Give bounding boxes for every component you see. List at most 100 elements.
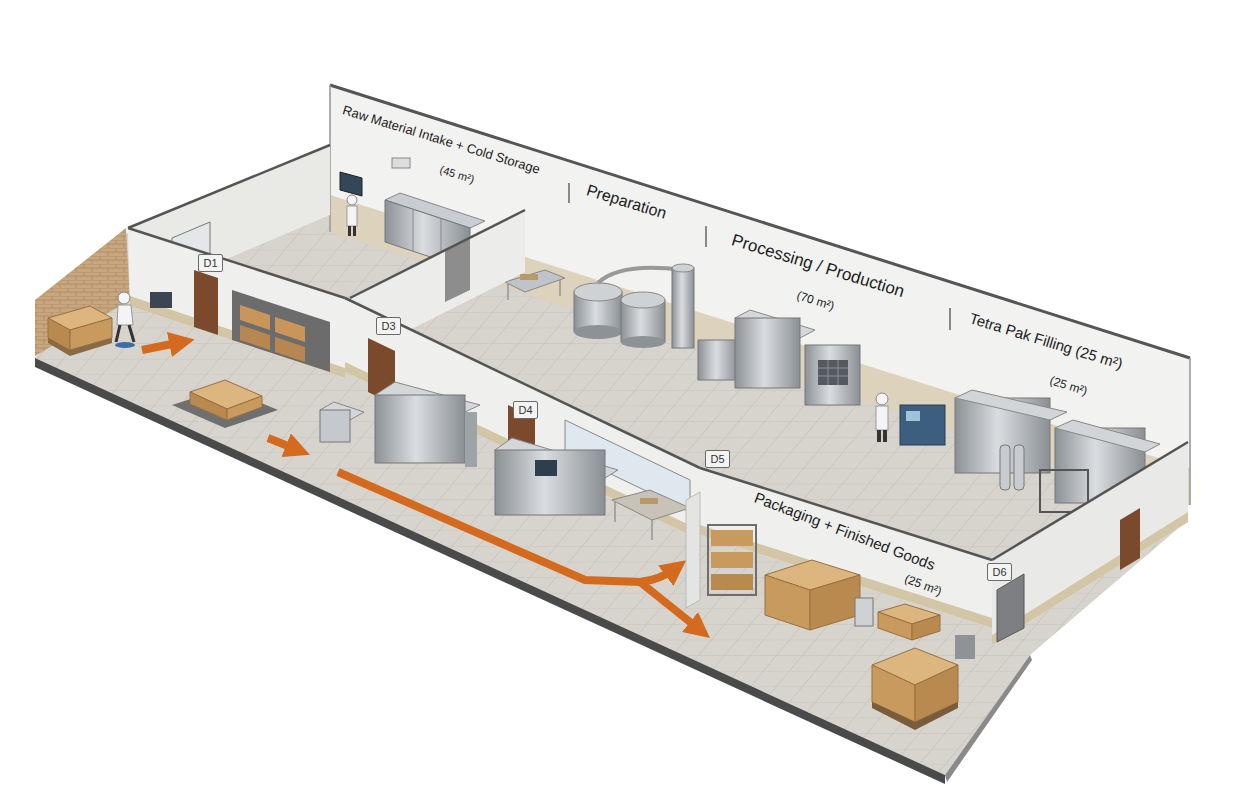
cold-storage-equipment-part bbox=[340, 172, 362, 196]
processing-equipment-part bbox=[805, 345, 860, 405]
end-wall-part bbox=[997, 574, 1024, 642]
pallet-cart-part bbox=[190, 392, 227, 420]
flow-arrows-part bbox=[338, 472, 640, 582]
end-wall-part bbox=[1120, 508, 1140, 570]
processing-equipment-part bbox=[876, 393, 888, 405]
back-wall-band-part bbox=[705, 226, 707, 247]
end-wall-part bbox=[992, 442, 1188, 645]
processing-equipment-part bbox=[1014, 445, 1024, 490]
processing-equipment-part bbox=[520, 274, 538, 280]
processing-equipment-part bbox=[876, 406, 888, 430]
back-wall-band-part bbox=[949, 308, 951, 330]
finished-goods-part bbox=[878, 612, 912, 640]
processing-equipment-part bbox=[672, 268, 694, 348]
intake-wall-part bbox=[128, 228, 345, 298]
finished-goods-part bbox=[765, 575, 810, 630]
cold-storage-equipment-part bbox=[347, 195, 357, 205]
corridor-machines-part bbox=[375, 395, 465, 463]
processing-equipment-part bbox=[906, 411, 920, 421]
corridor-machines-part bbox=[535, 460, 557, 476]
entrance-pallet bbox=[48, 292, 135, 356]
finished-goods-part bbox=[855, 598, 873, 626]
end-wall bbox=[992, 442, 1188, 645]
back-wall-band-part bbox=[330, 195, 1190, 505]
back-wall-band-part bbox=[1189, 358, 1191, 505]
intake-wall-part bbox=[232, 290, 330, 372]
corridor-wall bbox=[345, 298, 700, 540]
entrance-pallet-part bbox=[48, 338, 112, 356]
packaging-wall-part bbox=[686, 492, 700, 608]
pallet-cart-part bbox=[227, 396, 262, 420]
intake-wall-part bbox=[128, 228, 345, 378]
door-plaque: D4 bbox=[513, 401, 538, 419]
flow-arrows-part bbox=[268, 438, 298, 450]
corridor-machines-part bbox=[495, 450, 605, 515]
processing-equipment-part bbox=[883, 430, 887, 442]
processing-equipment-part bbox=[508, 284, 509, 300]
finished-goods-part bbox=[708, 525, 756, 595]
corridor-machines-part bbox=[612, 490, 690, 520]
processing-equipment-part bbox=[574, 283, 622, 301]
processing-equipment-part bbox=[698, 340, 738, 380]
corridor-machines bbox=[320, 382, 690, 540]
finished-goods-part bbox=[955, 635, 975, 659]
entrance-pallet-part bbox=[129, 325, 134, 342]
processing-equipment-part bbox=[621, 336, 665, 348]
processing-equipment-part bbox=[598, 268, 683, 283]
entrance-pallet-part bbox=[118, 292, 130, 304]
finished-goods-part bbox=[711, 530, 753, 546]
corridor-machines-part bbox=[320, 410, 350, 442]
intake-wall-part bbox=[275, 317, 305, 342]
processing-equipment-part bbox=[877, 430, 881, 442]
entrance-pallet-part bbox=[115, 342, 135, 348]
processing-equipment-part bbox=[621, 292, 665, 308]
processing-equipment-part bbox=[818, 360, 848, 385]
door-number: D5 bbox=[706, 453, 729, 465]
flow-arrows-part bbox=[142, 342, 182, 350]
left-wall-part bbox=[35, 228, 130, 356]
processing-equipment-part bbox=[1055, 420, 1160, 452]
packaging-wall-part bbox=[700, 468, 992, 560]
intake-wall-part bbox=[240, 305, 270, 330]
cold-storage-equipment-part bbox=[353, 226, 356, 236]
processing-equipment-part bbox=[818, 360, 848, 385]
back-wall-band bbox=[330, 85, 1190, 505]
left-wall-part bbox=[128, 145, 330, 228]
door-plaque: D6 bbox=[987, 563, 1012, 581]
end-wall-part bbox=[992, 442, 1188, 560]
cold-storage-equipment-part bbox=[392, 158, 410, 168]
intake-wall-part bbox=[275, 337, 305, 362]
finished-goods-part bbox=[872, 702, 958, 730]
cold-storage-equipment-part bbox=[347, 206, 357, 226]
corridor-wall-part bbox=[345, 298, 700, 540]
processing-equipment-part bbox=[735, 318, 800, 388]
finished-goods-part bbox=[711, 574, 753, 590]
back-wall-band-part bbox=[330, 85, 1190, 358]
processing-equipment-part bbox=[1000, 445, 1010, 490]
flow-arrows-part bbox=[640, 568, 676, 582]
flow-arrows bbox=[142, 342, 700, 630]
back-wall-band-part bbox=[568, 183, 570, 203]
processing-equipment-part bbox=[560, 280, 561, 296]
door-number: D3 bbox=[377, 320, 400, 332]
door-number: D4 bbox=[514, 404, 537, 416]
corridor-machines-part bbox=[465, 412, 477, 467]
corridor-machines-part bbox=[615, 502, 616, 522]
pallet-cart bbox=[172, 380, 278, 428]
divider-wall-part bbox=[350, 210, 525, 298]
door-plaque: D1 bbox=[198, 254, 223, 272]
processing-equipment-part bbox=[574, 325, 622, 339]
cold-storage-equipment-part bbox=[348, 226, 351, 236]
finished-goods-part bbox=[810, 575, 860, 630]
corridor-machines-part bbox=[652, 520, 653, 540]
door-plaque: D3 bbox=[376, 317, 401, 335]
intake-wall-part bbox=[194, 270, 218, 335]
entrance-pallet-part bbox=[117, 305, 133, 325]
door-number: D6 bbox=[988, 566, 1011, 578]
end-wall-part bbox=[992, 512, 1188, 645]
processing-equipment-part bbox=[955, 390, 1067, 420]
intake-wall-part bbox=[240, 325, 270, 350]
corridor-machines-part bbox=[640, 498, 658, 504]
door-plaque: D5 bbox=[705, 450, 730, 468]
